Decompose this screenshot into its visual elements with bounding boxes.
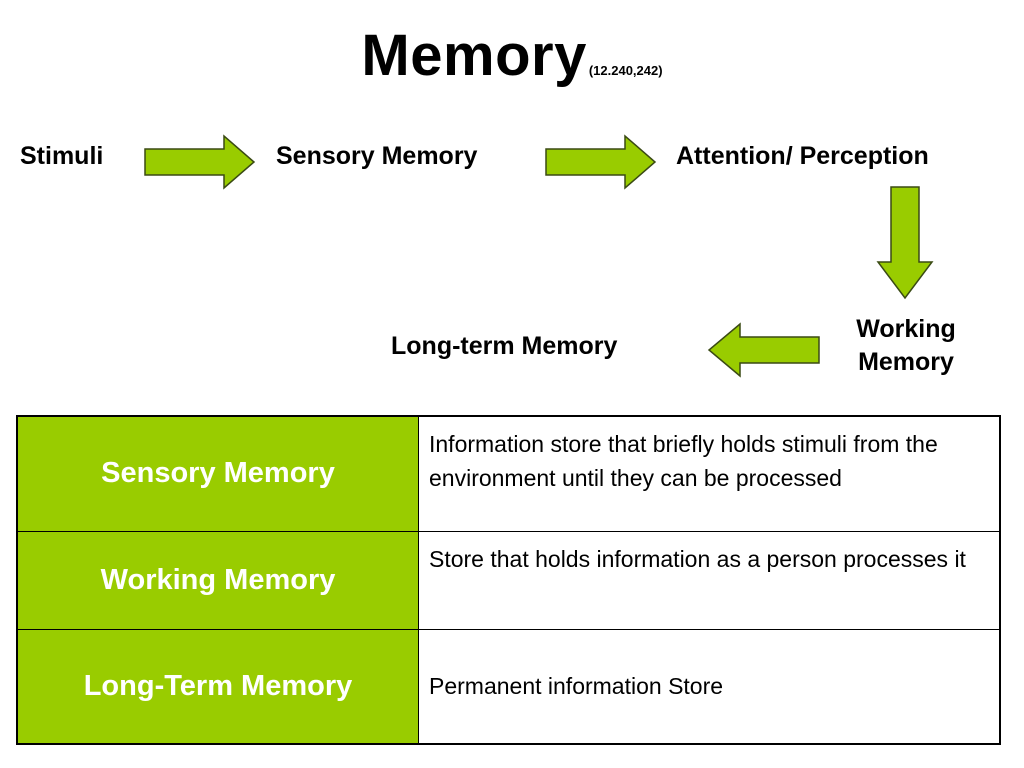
- arrow-stimuli-to-sensory: [144, 134, 256, 190]
- term-cell: Sensory Memory: [16, 415, 419, 532]
- term-cell: Long-Term Memory: [16, 628, 419, 745]
- arrow-attention-to-working: [876, 186, 934, 300]
- table-row: Long-Term Memory Permanent information S…: [16, 628, 1001, 745]
- arrow-left-shape: [707, 322, 820, 378]
- title-text: Memory: [361, 23, 587, 88]
- title-reference: (12.240,242): [588, 63, 663, 78]
- node-stimuli: Stimuli: [20, 142, 104, 170]
- table-row: Working Memory Store that holds informat…: [16, 530, 1001, 630]
- term-cell: Working Memory: [16, 530, 419, 630]
- arrow-right-shape-2: [545, 134, 657, 190]
- table-row: Sensory Memory Information store that br…: [16, 415, 1001, 532]
- arrow-right-shape-1: [144, 134, 256, 190]
- definition-cell: Information store that briefly holds sti…: [418, 415, 1001, 532]
- definition-cell: Store that holds information as a person…: [418, 530, 1001, 630]
- arrow-working-to-longterm: [707, 322, 820, 378]
- definition-cell: Permanent information Store: [418, 628, 1001, 745]
- node-long-term-memory: Long-term Memory: [391, 332, 618, 360]
- node-attention-perception: Attention/ Perception: [676, 142, 929, 170]
- node-sensory-memory: Sensory Memory: [276, 142, 478, 170]
- node-working-memory: Working Memory: [836, 313, 976, 378]
- arrow-down-shape: [876, 186, 934, 300]
- arrow-sensory-to-attention: [545, 134, 657, 190]
- node-working-memory-line1: Working: [856, 315, 956, 343]
- slide-title: Memory(12.240,242): [0, 22, 1024, 89]
- node-working-memory-line2: Memory: [858, 347, 954, 376]
- definitions-table: Sensory Memory Information store that br…: [16, 415, 1001, 745]
